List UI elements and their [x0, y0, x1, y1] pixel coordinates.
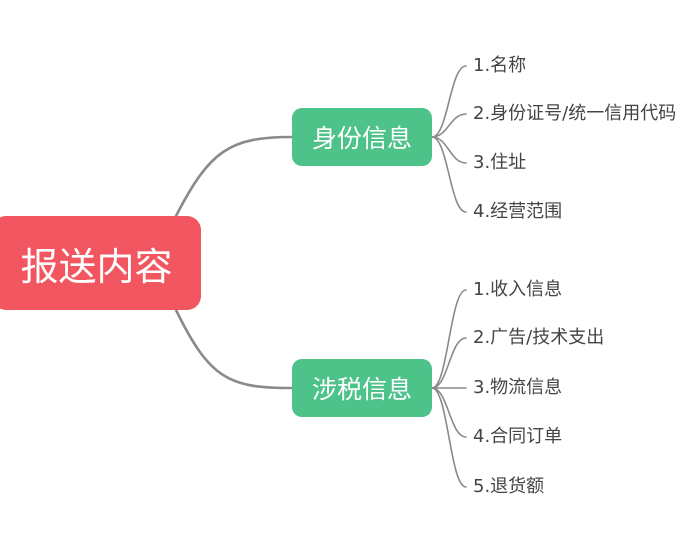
connector-branch-1-item-2 — [431, 113, 467, 138]
connector-branch-1-item-1 — [431, 65, 467, 138]
root-node[interactable]: 报送内容 — [0, 216, 201, 310]
connector-branch-2-item-1 — [431, 289, 467, 389]
leaf-tax-income[interactable]: 1.收入信息 — [473, 279, 563, 300]
leaf-identity-name[interactable]: 1.名称 — [473, 55, 527, 76]
leaf-identity-address[interactable]: 3.住址 — [473, 152, 527, 173]
connector-branch-2-item-4 — [431, 387, 467, 438]
connector-branch-2-item-5 — [431, 387, 467, 488]
leaf-identity-business-scope[interactable]: 4.经营范围 — [473, 201, 563, 222]
connector-root-branch-1 — [174, 135, 294, 218]
branch-node-tax[interactable]: 涉税信息 — [292, 359, 432, 417]
connector-branch-1-item-4 — [431, 136, 467, 213]
connector-branch-2-item-2 — [431, 337, 467, 389]
leaf-tax-ad-tech-expense[interactable]: 2.广告/技术支出 — [473, 327, 605, 348]
leaf-tax-contract-orders[interactable]: 4.合同订单 — [473, 426, 563, 447]
connector-root-branch-2 — [174, 308, 294, 390]
leaf-tax-returns[interactable]: 5.退货额 — [473, 476, 545, 497]
leaf-tax-logistics[interactable]: 3.物流信息 — [473, 377, 563, 398]
branch-node-identity[interactable]: 身份信息 — [292, 108, 432, 166]
leaf-identity-id-number[interactable]: 2.身份证号/统一信用代码 — [473, 103, 677, 124]
